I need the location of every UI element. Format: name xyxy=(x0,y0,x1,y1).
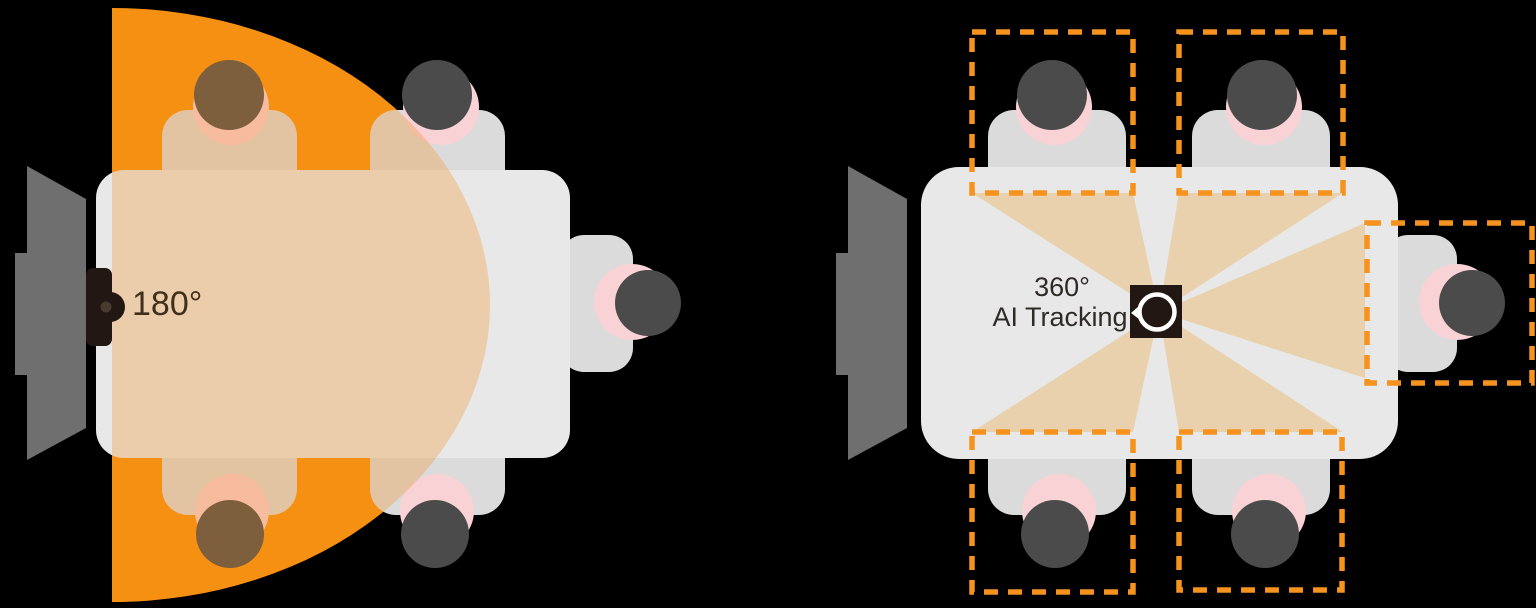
tracking-box-bottom-right xyxy=(1176,429,1345,593)
person-bottom-right xyxy=(400,474,474,568)
tracking-cone-right xyxy=(1159,223,1365,378)
person-head xyxy=(1231,500,1299,568)
person-head xyxy=(1227,60,1297,130)
tracking-cone-top-left xyxy=(972,193,1159,312)
tracking-box-top-left xyxy=(969,29,1136,196)
fov-180-tint xyxy=(112,8,490,602)
person-top-left xyxy=(1016,60,1092,145)
person-head xyxy=(615,270,681,336)
person-head xyxy=(402,60,472,130)
center-camera-icon xyxy=(1130,285,1182,338)
camera-lens-dot xyxy=(100,301,112,313)
tv-screen xyxy=(27,166,86,460)
person-head xyxy=(196,500,264,568)
camera-lens-ring xyxy=(1137,292,1177,332)
person-head xyxy=(1021,500,1089,568)
tracking-box-top-right xyxy=(1176,29,1346,196)
person-bottom-left xyxy=(1021,474,1096,568)
fov-180-label: 180° xyxy=(132,285,202,323)
fov-360-label: 360° xyxy=(1034,272,1090,302)
conference-table xyxy=(96,170,570,458)
tracking-cone-top-right xyxy=(1159,193,1343,312)
tracking-cone-bottom-right xyxy=(1159,312,1343,432)
person-head xyxy=(401,500,469,568)
person-top-right xyxy=(402,60,479,145)
diagram-360-degree: 360° AI Tracking xyxy=(836,29,1535,595)
fov-360-cones xyxy=(972,193,1365,432)
tv-mount xyxy=(836,253,849,375)
tv-mount xyxy=(15,253,28,375)
person-head xyxy=(1017,60,1087,130)
ai-tracking-label: AI Tracking xyxy=(992,302,1127,332)
tracking-box-right xyxy=(1364,220,1535,386)
person-top-left xyxy=(193,60,269,145)
person-bottom-left xyxy=(195,474,269,568)
person-top-right xyxy=(1226,60,1302,145)
tv-icon xyxy=(836,166,907,460)
tracking-box-bottom-left xyxy=(969,429,1136,595)
soundbar-camera-icon xyxy=(86,268,125,346)
person-bottom-right xyxy=(1231,474,1306,568)
camera-pointer-icon xyxy=(1131,306,1139,319)
person-head xyxy=(194,60,264,130)
person-head xyxy=(1439,270,1505,336)
ai-tracking-boxes xyxy=(969,29,1535,595)
tv-screen xyxy=(848,166,907,460)
diagram-180-degree: 180° xyxy=(15,8,681,602)
person-table-end xyxy=(1419,264,1505,340)
person-table-end xyxy=(594,264,681,340)
tv-icon xyxy=(15,166,86,460)
tracking-cone-bottom-left xyxy=(972,312,1159,432)
